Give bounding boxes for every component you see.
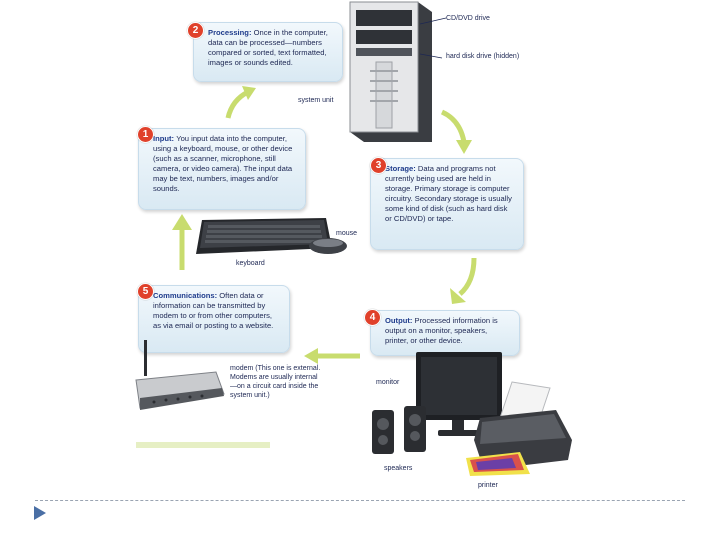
step-badge-4: 4	[364, 309, 381, 326]
mouse-label: mouse	[336, 230, 358, 237]
speakers-image	[372, 406, 426, 454]
step-badge-5: 5	[137, 283, 154, 300]
input-title: Input:	[153, 134, 177, 143]
output-title: Output:	[385, 316, 415, 325]
monitor-label: monitor	[376, 379, 400, 386]
step-badge-3: 3	[370, 157, 387, 174]
input-box: Input: You input data into the computer,…	[138, 128, 306, 210]
speakers-label: speakers	[384, 465, 413, 472]
cd-dvd-drive-label: CD/DVD drive	[446, 15, 490, 22]
output-box: Output: Processed information is output …	[370, 310, 520, 356]
storage-text: Data and programs not currently being us…	[385, 164, 512, 223]
storage-box: Storage: Data and programs not currently…	[370, 158, 524, 250]
arrow-system-to-storage	[440, 109, 472, 154]
communications-text: Often data or information can be transmi…	[153, 291, 274, 330]
processing-box: Processing: Once in the computer, data c…	[193, 22, 343, 82]
hard-disk-drive-label: hard disk drive (hidden)	[446, 53, 520, 60]
modem-label: modem (This one is external. Modems are …	[230, 365, 321, 399]
printer-image	[466, 381, 572, 476]
system-unit-image	[349, 1, 432, 142]
input-text: You input data into the computer, using …	[153, 134, 293, 193]
step-badge-1: 1	[137, 126, 154, 143]
arrow-communications-to-input	[172, 214, 192, 270]
system-unit-label: system unit	[298, 97, 334, 104]
processing-title: Processing:	[208, 28, 254, 37]
keyboard-label: keyboard	[236, 260, 265, 267]
step-badge-2: 2	[187, 22, 204, 39]
communications-box: Communications: Often data or informatio…	[138, 285, 290, 353]
figure-bottom-strip	[136, 442, 270, 448]
output-text: Processed information is output on a mon…	[385, 316, 498, 345]
communications-title: Communications:	[153, 291, 220, 300]
modem-image	[135, 340, 225, 410]
footer-divider	[35, 500, 685, 501]
storage-title: Storage:	[385, 164, 418, 173]
arrow-output-to-communications	[304, 348, 360, 364]
keyboard-image	[196, 218, 332, 254]
monitor-image	[416, 352, 502, 436]
processing-text: Once in the computer, data can be proces…	[208, 28, 328, 67]
printer-label: printer	[478, 482, 498, 489]
arrow-input-to-processing	[225, 86, 256, 119]
arrow-storage-to-output	[450, 257, 477, 304]
slide-bullet-icon	[34, 506, 46, 520]
cd-dvd-leader-line	[420, 17, 447, 59]
mouse-image	[309, 238, 347, 254]
